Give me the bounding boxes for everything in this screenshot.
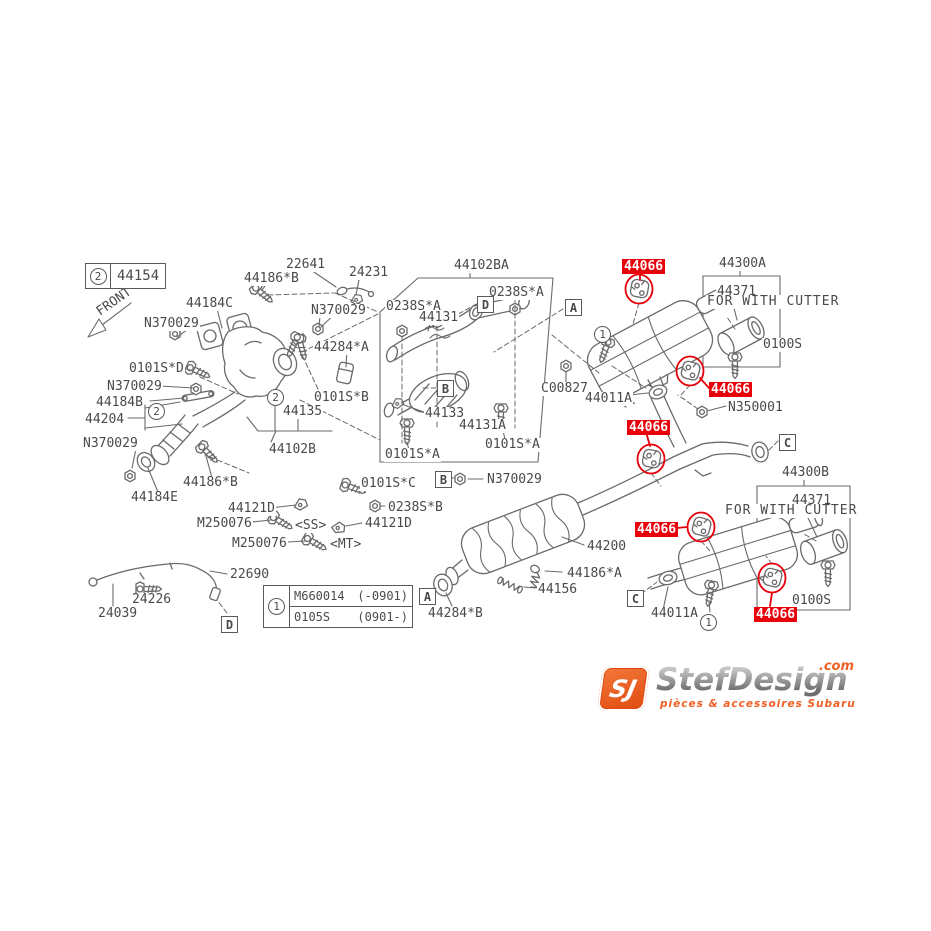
ref-marker-c: C	[627, 590, 644, 607]
part-label-44184B: 44184B	[95, 395, 144, 410]
part-label-44102BA: 44102BA	[453, 258, 510, 273]
part-label-44186B: 44186*B	[243, 271, 300, 286]
legend-callout-44154: 2 44154	[85, 263, 167, 289]
part-label-C00827: C00827	[540, 381, 589, 396]
highlighted-part-label-44066[interactable]: 44066	[635, 522, 679, 537]
part-label-44184E: 44184E	[130, 490, 179, 505]
part-label-M250076: M250076	[231, 536, 288, 551]
part-label-44184C: 44184C	[185, 296, 234, 311]
part-label-44133: 44133	[424, 406, 466, 421]
part-label-44011A: 44011A	[584, 391, 633, 406]
part-label-24231: 24231	[348, 265, 390, 280]
part-label-SS: <SS>	[294, 518, 328, 533]
stefdesign-logo: SJ StefDesign .com pièces & accessoires …	[596, 659, 856, 718]
ref-marker-a: A	[565, 299, 582, 316]
part-label-24226: 24226	[131, 592, 173, 607]
highlighted-part-label-44066[interactable]: 44066	[622, 259, 666, 274]
circled-number-2: 2	[267, 389, 284, 406]
logo-monogram-badge: SJ	[596, 666, 651, 711]
highlighted-part-label-44066[interactable]: 44066	[709, 382, 753, 397]
part-label-FORWITHCUTTER: FOR WITH CUTTER	[724, 503, 859, 518]
part-label-N370029: N370029	[310, 303, 367, 318]
circled-number-1: 1	[700, 614, 717, 631]
logo-brand-text: StefDesign	[656, 662, 848, 698]
ref-marker-c: C	[779, 434, 796, 451]
part-label-N370029: N370029	[106, 379, 163, 394]
part-label-44300A: 44300A	[718, 256, 767, 271]
variant-code: M660014	[294, 589, 345, 603]
part-label-MT: <MT>	[329, 537, 363, 552]
circled-number: 1	[268, 598, 285, 615]
part-label-N370029: N370029	[143, 316, 200, 331]
logo-monogram: SJ	[607, 674, 640, 703]
part-label-22690: 22690	[229, 567, 271, 582]
part-label-44131: 44131	[418, 310, 460, 325]
part-label-44011A: 44011A	[650, 606, 699, 621]
part-label-M250076: M250076	[196, 516, 253, 531]
part-label-24039: 24039	[97, 606, 139, 621]
circled-number-1: 1	[594, 326, 611, 343]
part-label-N370029: N370029	[82, 436, 139, 451]
part-label-44131A: 44131A	[458, 418, 507, 433]
part-label-0238SA: 0238S*A	[488, 285, 545, 300]
part-label-44156: 44156	[537, 582, 579, 597]
part-label-44102B: 44102B	[268, 442, 317, 457]
part-label-FORWITHCUTTER: FOR WITH CUTTER	[706, 294, 841, 309]
circled-number: 2	[89, 267, 107, 285]
part-label-N370029: N370029	[486, 472, 543, 487]
part-label-44135: 44135	[282, 404, 324, 419]
ref-marker-a: A	[419, 588, 436, 605]
part-label-0101SA: 0101S*A	[484, 437, 541, 452]
front-label: FRONT	[94, 284, 135, 319]
part-label-44204: 44204	[84, 412, 126, 427]
variant-table: 1 M660014 (-0901) 0105S (0901-)	[263, 585, 413, 628]
ref-marker-b: B	[435, 471, 452, 488]
part-label-0101SD: 0101S*D	[128, 361, 185, 376]
part-label-44121D: 44121D	[227, 501, 276, 516]
logo-tagline: pièces & accessoires Subaru	[660, 698, 856, 710]
part-label-0100S: 0100S	[791, 593, 833, 608]
part-label-44121D: 44121D	[364, 516, 413, 531]
circled-number-2: 2	[148, 403, 165, 420]
ref-marker-d: D	[477, 296, 494, 313]
variant-table-number-cell: 1	[264, 586, 290, 627]
legend-circled-number: 2	[86, 264, 111, 288]
part-label-44284A: 44284*A	[313, 340, 370, 355]
part-label-44284B: 44284*B	[427, 606, 484, 621]
part-label-0101SC: 0101S*C	[360, 476, 417, 491]
logo-tld: .com	[818, 659, 854, 674]
variant-row: M660014 (-0901)	[290, 586, 412, 606]
part-label-0101SB: 0101S*B	[313, 390, 370, 405]
ref-marker-d: D	[221, 616, 238, 633]
variant-code: 0105S	[294, 610, 331, 624]
ref-marker-b: B	[437, 380, 454, 397]
variant-range: (-0901)	[357, 589, 408, 603]
variant-range: (0901-)	[357, 610, 408, 624]
highlighted-part-label-44066[interactable]: 44066	[627, 420, 671, 435]
part-label-0101SA: 0101S*A	[384, 447, 441, 462]
highlighted-part-label-44066[interactable]: 44066	[754, 607, 798, 622]
part-label-0238SB: 0238S*B	[387, 500, 444, 515]
part-label-22641: 22641	[285, 257, 327, 272]
part-label-0100S: 0100S	[762, 337, 804, 352]
part-label-44200: 44200	[586, 539, 628, 554]
part-label-N350001: N350001	[727, 400, 784, 415]
part-label-0238SA: 0238S*A	[385, 299, 442, 314]
part-label-44186B: 44186*B	[182, 475, 239, 490]
part-label-44300B: 44300B	[781, 465, 830, 480]
variant-row: 0105S (0901-)	[290, 606, 412, 627]
legend-part-code: 44154	[117, 268, 160, 284]
part-label-44186A: 44186*A	[566, 566, 623, 581]
